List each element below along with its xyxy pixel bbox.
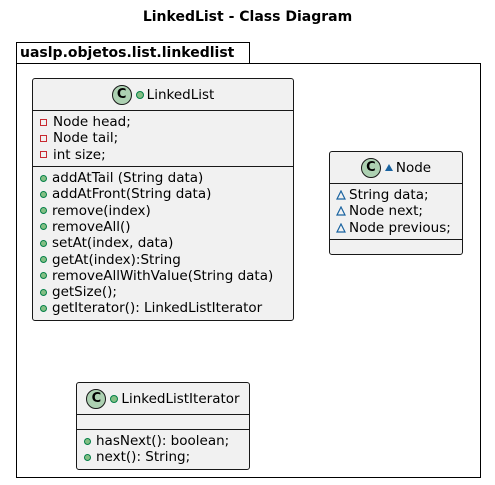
public-visibility-icon [84,453,91,461]
public-visibility-icon [84,437,91,445]
field: String data; [336,187,462,203]
public-visibility-icon [40,288,47,296]
package-visibility-icon [336,222,346,233]
class-linkedlist[interactable]: C LinkedList Node head; Node tail; int s… [32,78,294,321]
package-name: uaslp.objetos.list.linkedlist [20,45,235,61]
public-visibility-icon [110,394,119,403]
method: getAt(index):String [39,251,293,268]
methods-section [330,240,462,254]
method: getIterator(): LinkedListIterator [39,300,293,316]
method: removeAll() [39,219,293,235]
package-visibility-icon [336,206,346,217]
fields-section [77,415,249,430]
fields-section: Node head; Node tail; int size; [33,111,293,167]
public-visibility-icon [40,190,47,198]
method: next(): String; [83,449,249,465]
private-visibility-icon [40,118,47,126]
class-header: C LinkedList [33,79,293,111]
field: int size; [39,147,293,163]
public-visibility-icon [40,223,47,231]
method: getSize(); [39,284,293,300]
public-visibility-icon [40,272,47,280]
package-frame [16,63,481,478]
class-header: C LinkedListIterator [77,383,249,415]
class-linkedlistiterator[interactable]: C LinkedListIterator hasNext(): boolean;… [76,382,250,470]
field: Node head; [39,114,293,130]
methods-section: addAtTail (String data) addAtFront(Strin… [33,167,293,320]
field: Node next; [336,203,462,219]
public-visibility-icon [40,207,47,215]
private-visibility-icon [40,134,47,142]
package-visibility-icon [336,190,346,200]
methods-section: hasNext(): boolean; next(): String; [77,430,249,469]
class-name: Node [395,159,432,176]
field: Node previous; [336,220,462,236]
package-visibility-icon [384,164,393,171]
package-tab: uaslp.objetos.list.linkedlist [16,42,250,64]
class-badge-icon: C [360,157,381,178]
class-badge-icon: C [86,388,107,409]
public-visibility-icon [40,304,47,312]
public-visibility-icon [135,90,144,99]
diagram-title: LinkedList - Class Diagram [142,9,353,25]
method: removeAllWithValue(String data) [39,268,293,284]
method: remove(index) [39,202,293,219]
public-visibility-icon [40,256,47,264]
method: addAtTail (String data) [39,170,293,186]
class-header: C Node [330,152,462,184]
method: setAt(index, data) [39,235,293,251]
fields-section: String data; Node next; Node previous; [330,184,462,240]
method: addAtFront(String data) [39,186,293,202]
class-badge-icon: C [111,84,132,105]
class-node[interactable]: C Node String data; Node next; Node prev… [329,151,463,255]
field: Node tail; [39,130,293,146]
class-name: LinkedListIterator [121,390,240,407]
private-visibility-icon [40,151,47,159]
class-name: LinkedList [146,86,215,103]
public-visibility-icon [40,239,47,247]
method: hasNext(): boolean; [83,433,249,449]
public-visibility-icon [40,174,47,182]
